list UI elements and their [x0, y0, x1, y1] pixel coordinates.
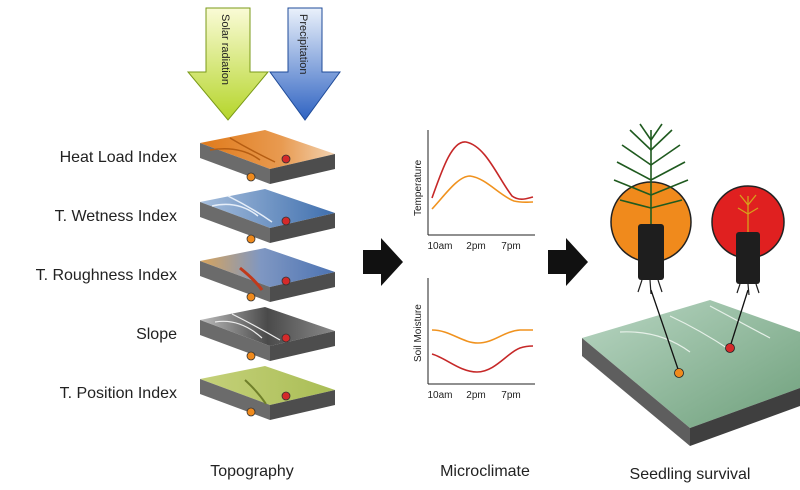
- red-site-marker: [281, 216, 291, 226]
- section-caption-topography: Topography: [210, 463, 294, 480]
- wetness-layer: [200, 189, 335, 243]
- soil-orange-curve: [431, 329, 533, 344]
- x-tick-label: 10am: [427, 390, 452, 401]
- section-caption-survival: Seedling survival: [630, 466, 751, 483]
- solar-radiation-label: Solar radiation: [219, 14, 231, 85]
- healthy-seedling: [610, 123, 692, 378]
- pine-tree-icon: [613, 123, 689, 232]
- pointer-line: [650, 289, 680, 373]
- solar-radiation-arrow: Solar radiation: [186, 7, 270, 121]
- slope-layer: [200, 307, 335, 361]
- red-site-marker: [281, 333, 291, 343]
- terrain-block: [582, 300, 800, 446]
- root-plug-icon: [638, 224, 664, 280]
- x-tick-label: 7pm: [501, 390, 520, 401]
- root-plug-icon: [736, 232, 760, 284]
- orange-site-marker: [246, 292, 256, 302]
- precipitation-label: Precipitation: [297, 14, 309, 75]
- orange-site-marker: [246, 407, 256, 417]
- pointer-line: [729, 289, 749, 348]
- flow-arrow-right-icon: [548, 238, 588, 286]
- layer-label: T. Position Index: [60, 385, 177, 402]
- soil-moisture-axis-label: Soil Moisture: [413, 304, 424, 362]
- layer-label: T. Roughness Index: [36, 267, 177, 284]
- x-tick-label: 7pm: [501, 241, 520, 252]
- orange-site-marker: [674, 368, 684, 378]
- flow-arrow-right-icon: [363, 238, 403, 286]
- roughness-layer: [200, 248, 335, 302]
- temperature-orange-curve: [431, 175, 534, 210]
- temperature-red-curve: [431, 141, 534, 201]
- orange-site-marker: [246, 172, 256, 182]
- x-tick-label: 2pm: [466, 390, 485, 401]
- position-index-layer: [200, 366, 335, 420]
- red-site-marker: [281, 276, 291, 286]
- layer-label: T. Wetness Index: [55, 208, 177, 225]
- red-site-marker: [725, 343, 735, 353]
- stressed-seedling: [711, 185, 785, 353]
- wilted-seedling-icon: [737, 194, 759, 238]
- orange-site-marker: [246, 351, 256, 361]
- red-site-marker: [281, 154, 291, 164]
- section-caption-microclimate: Microclimate: [440, 463, 530, 480]
- layer-labels: Heat Load Index T. Wetness Index T. Roug…: [36, 149, 178, 402]
- temperature-axis-label: Temperature: [413, 159, 424, 216]
- precipitation-arrow: Precipitation: [269, 7, 341, 121]
- red-site-marker: [281, 391, 291, 401]
- layer-label: Slope: [136, 326, 177, 343]
- soil-red-curve: [431, 345, 534, 373]
- site-markers: [246, 154, 291, 417]
- soil-moisture-chart: Soil Moisture 10am 2pm 7pm: [413, 278, 535, 401]
- x-tick-label: 2pm: [466, 241, 485, 252]
- temperature-chart: Temperature 10am 2pm 7pm: [413, 130, 535, 252]
- heat-load-layer: [200, 130, 335, 184]
- x-tick-label: 10am: [427, 241, 452, 252]
- orange-site-marker: [246, 234, 256, 244]
- layer-label: Heat Load Index: [60, 149, 177, 166]
